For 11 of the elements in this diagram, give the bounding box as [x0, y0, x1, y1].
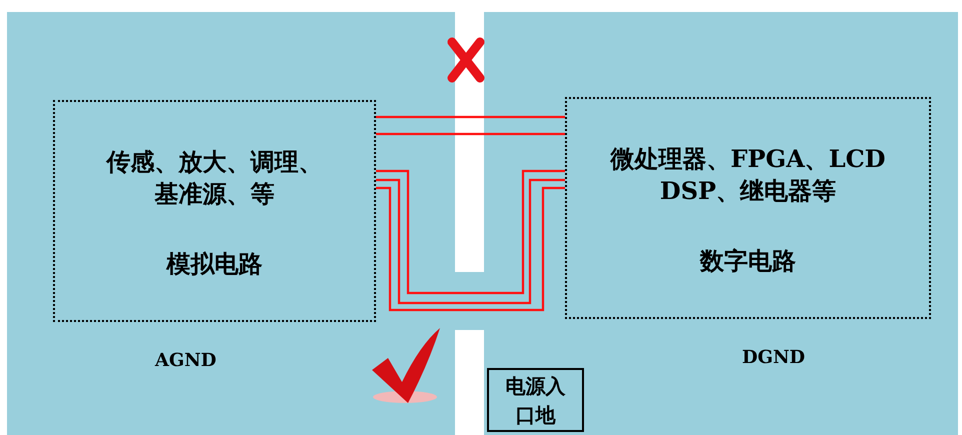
component-text: 传感、放大、调理、基准源、等 [104, 146, 324, 210]
component-text: 微处理器、FPGA、LCD DSP、继电器等 [609, 143, 886, 207]
circuit-title: 数字电路 [698, 245, 797, 277]
wire [376, 116, 565, 118]
circuit-title: 模拟电路 [165, 248, 264, 280]
dashed-box [565, 97, 931, 319]
ground-label: AGND [155, 350, 216, 371]
label-box: 电源入口地 [487, 368, 584, 432]
ground-label: DGND [742, 347, 806, 368]
wire [376, 132, 565, 136]
dashed-box [53, 100, 376, 322]
